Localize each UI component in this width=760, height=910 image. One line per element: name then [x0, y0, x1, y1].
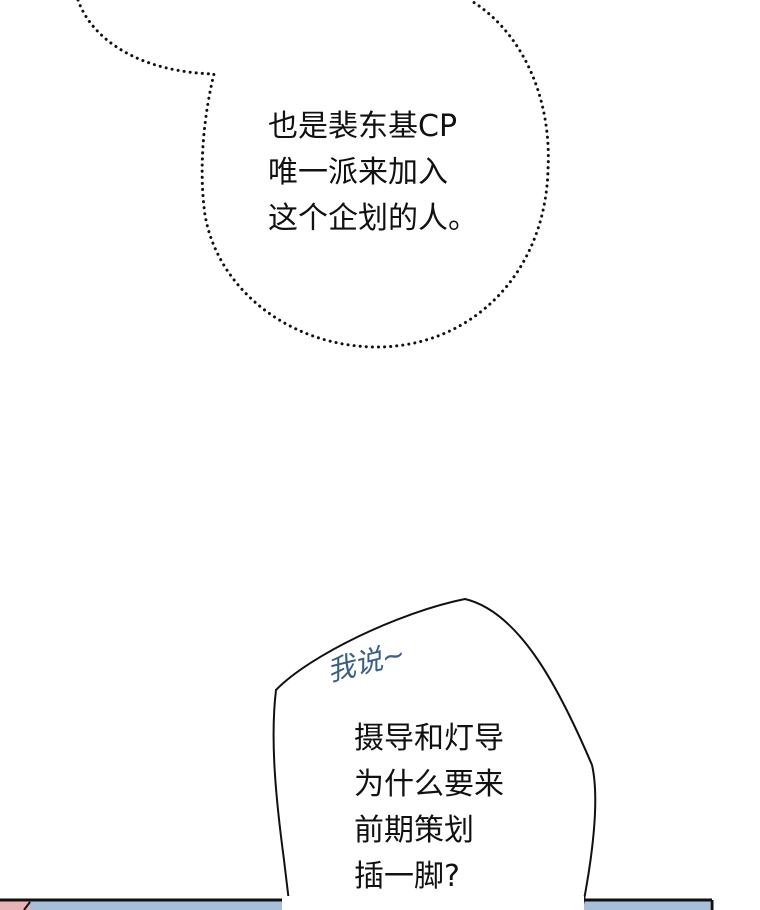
thought-line-2: 唯一派来加入 [268, 155, 448, 190]
speech-bubble-text: 摄导和灯导 为什么要来 前期策划 插一脚? [354, 716, 504, 900]
thought-bubble-text: 也是裴东基CP 唯一派来加入 这个企划的人。 [268, 104, 478, 242]
thought-line-1: 也是裴东基CP [268, 109, 458, 144]
speech-bubble-bottom [272, 597, 597, 910]
thought-line-3: 这个企划的人。 [268, 201, 478, 236]
speech-line-2: 为什么要来 [354, 767, 504, 802]
speech-line-4: 插一脚? [354, 859, 460, 894]
speech-line-3: 前期策划 [354, 813, 474, 848]
speech-line-1: 摄导和灯导 [354, 721, 504, 756]
thought-bubble-top [76, 0, 550, 349]
